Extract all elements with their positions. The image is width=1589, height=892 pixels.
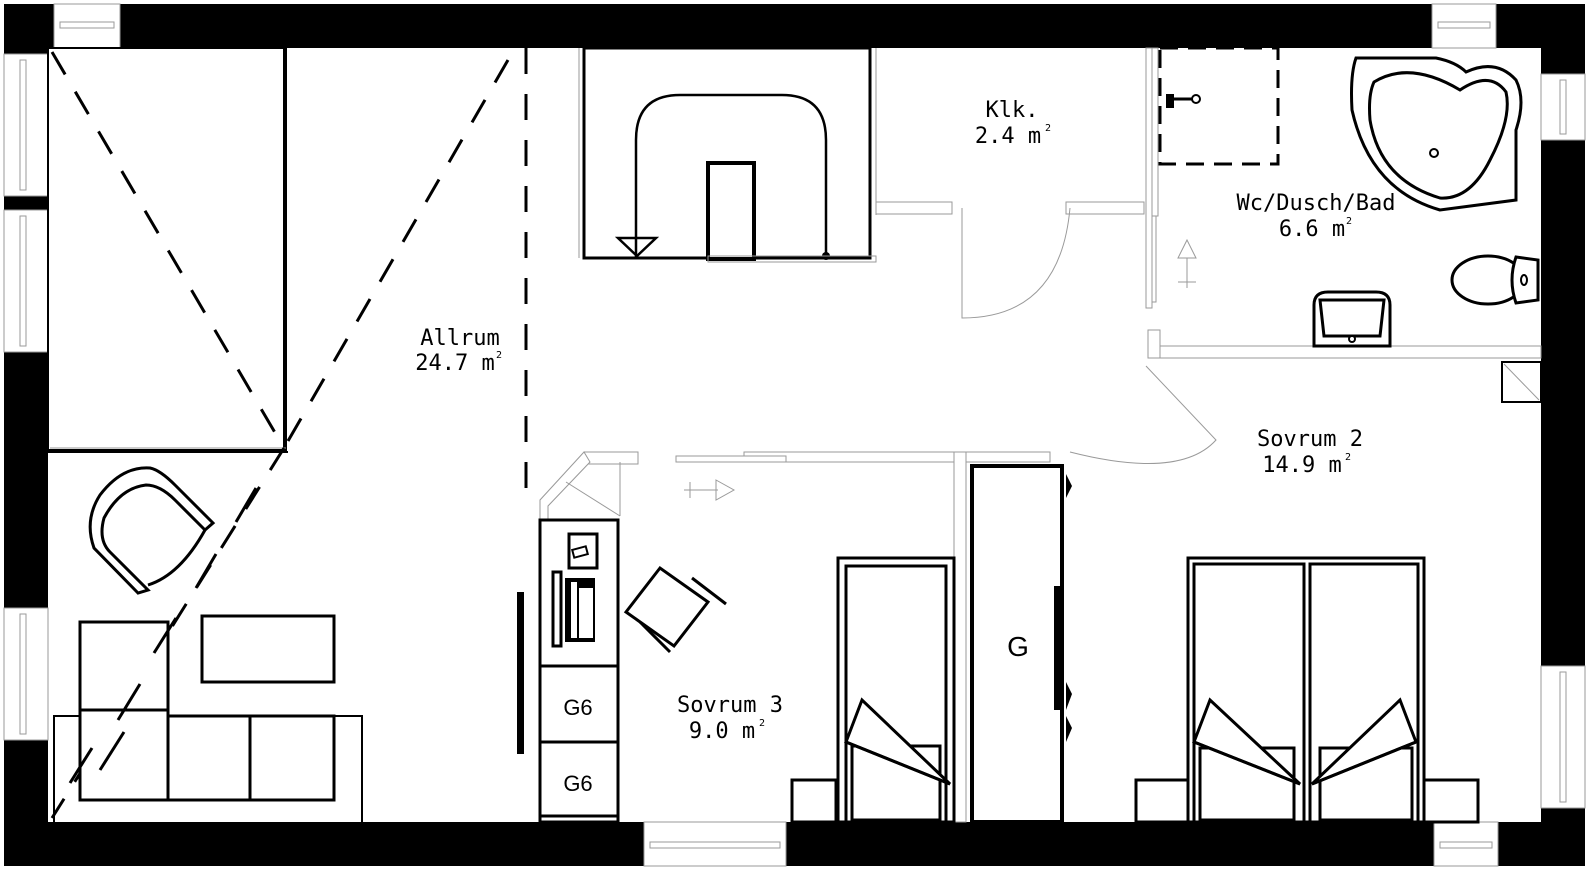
- stair-dash-overlay: [194, 487, 258, 589]
- window-icon: [1540, 665, 1586, 809]
- bathtub-icon: [1350, 56, 1523, 212]
- desk-chair-icon: [623, 565, 727, 654]
- cabinet-code-g6-upper: G6: [563, 695, 592, 720]
- window-icon: [1433, 821, 1499, 867]
- room-label-allrum: Allrum 24.7 m 2: [415, 326, 502, 376]
- room-label-wc: Wc/Dusch/Bad 6.6 m 2: [1237, 191, 1396, 242]
- room-name: Klk.: [986, 98, 1039, 123]
- direction-arrow-icon: [684, 479, 736, 501]
- window-icon: [1431, 3, 1497, 49]
- door-swing-icon: [961, 207, 1071, 319]
- area-unit-superscript: 2: [1345, 452, 1351, 463]
- armchair-icon: [88, 466, 216, 595]
- sofa-icon: [53, 617, 363, 829]
- room-name: Sovrum 3: [677, 693, 783, 718]
- window-icon: [1540, 73, 1586, 141]
- room-label-klk: Klk. 2.4 m 2: [975, 98, 1051, 149]
- room-name: Sovrum 2: [1257, 427, 1363, 452]
- room-label-sovrum3: Sovrum 3 9.0 m 2: [677, 693, 783, 744]
- room-area: 2.4 m: [975, 124, 1041, 149]
- wardrobe: G: [970, 464, 1072, 824]
- coffee-table-icon: [200, 614, 336, 684]
- room-area: 24.7 m: [415, 351, 494, 376]
- direction-arrow-icon: [1177, 238, 1197, 288]
- bed-icon: [790, 556, 956, 824]
- window-icon: [53, 3, 121, 49]
- window-icon: [3, 607, 49, 741]
- window-icon: [3, 209, 49, 353]
- media-unit-icon: [551, 532, 599, 648]
- entry-door-leaf: [517, 462, 621, 754]
- room-area: 9.0 m: [689, 719, 755, 744]
- area-unit-superscript: 2: [1346, 216, 1352, 227]
- wardrobe-code: G: [1007, 631, 1029, 662]
- shower-icon: [1158, 46, 1280, 166]
- area-unit-superscript: 2: [759, 718, 765, 729]
- stair-icon: [50, 51, 510, 819]
- cabinet-code-g6-lower: G6: [563, 771, 592, 796]
- area-unit-superscript: 2: [496, 350, 502, 361]
- room-area: 14.9 m: [1262, 453, 1341, 478]
- sink-icon: [1312, 290, 1392, 348]
- room-name: Allrum: [420, 326, 499, 351]
- room-area: 6.6 m: [1279, 217, 1345, 242]
- area-unit-superscript: 2: [1045, 123, 1051, 134]
- window-icon: [643, 821, 787, 867]
- room-name: Wc/Dusch/Bad: [1237, 191, 1396, 216]
- door-swing-icon: [1069, 365, 1217, 464]
- cabinet-column: G6 G6: [538, 518, 620, 824]
- stair-direction-icon: [614, 93, 877, 263]
- bed-icon: [1134, 556, 1480, 824]
- outer-walls: [4, 4, 1585, 866]
- window-icon: [3, 53, 49, 197]
- cabinet-icon: [1501, 361, 1542, 403]
- windows: [3, 3, 1586, 867]
- door-swing-icon: [1145, 215, 1157, 303]
- toilet-icon: [1450, 254, 1540, 306]
- room-label-sovrum2: Sovrum 2 14.9 m 2: [1257, 427, 1363, 478]
